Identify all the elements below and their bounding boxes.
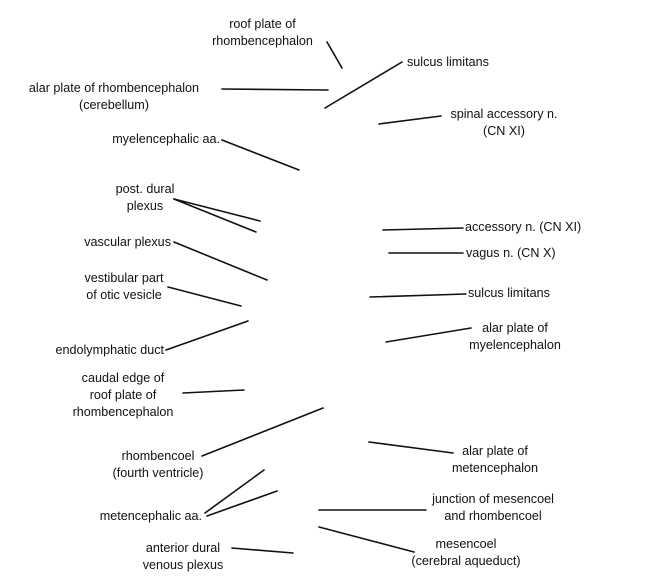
leader-alar-plate-met	[368, 441, 454, 454]
label-line: and rhombencoel	[444, 509, 542, 523]
label-line: spinal accessory n.	[450, 107, 558, 121]
label-line: roof plate of	[89, 388, 157, 402]
label-vestibular-part-otic-vesicle: vestibular part of otic vesicle	[70, 270, 178, 304]
label-roof-plate-rhombencephalon: roof plate of rhombencephalon	[200, 16, 325, 50]
label-anterior-dural-venous-plexus: anterior dural venous plexus	[130, 540, 236, 574]
leader-vascular-plexus	[173, 241, 268, 281]
label-line: (cerebral aqueduct)	[411, 554, 521, 568]
leader-rhombencoel	[201, 407, 324, 457]
label-sulcus-limitans-upper: sulcus limitans	[407, 54, 489, 71]
label-line: plexus	[126, 199, 164, 213]
leader-post-dural-a	[173, 198, 261, 222]
label-line: metencephalon	[451, 461, 539, 475]
label-line: endolymphatic duct	[55, 343, 164, 357]
label-metencephalic-aa: metencephalic aa.	[60, 508, 202, 525]
label-myelencephalic-aa: myelencephalic aa.	[60, 131, 220, 148]
label-line: accessory n. (CN XI)	[465, 220, 582, 234]
leader-sulcus-limitans-upper	[324, 61, 403, 109]
leader-metencephalic-aa-a	[204, 469, 265, 514]
label-line: post. dural	[115, 182, 175, 196]
label-spinal-accessory-n: spinal accessory n. (CN XI)	[440, 106, 568, 140]
label-line: alar plate of	[462, 444, 528, 458]
label-line: vascular plexus	[84, 235, 171, 249]
label-line: sulcus limitans	[407, 55, 489, 69]
label-line: mesencoel	[435, 537, 497, 551]
label-line: caudal edge of	[81, 371, 165, 385]
leader-accessory-n	[382, 227, 464, 231]
leader-spinal-accessory	[378, 115, 442, 125]
label-line: roof plate of	[229, 17, 296, 31]
label-line: of otic vesicle	[86, 288, 162, 302]
label-line: metencephalic aa.	[99, 509, 202, 523]
leader-post-dural-b	[173, 198, 257, 233]
label-vascular-plexus: vascular plexus	[40, 234, 171, 251]
label-line: (cerebellum)	[79, 98, 149, 112]
label-line: junction of mesencoel	[432, 492, 554, 506]
label-line: vestibular part	[84, 271, 164, 285]
leader-myelencephalic-aa	[221, 139, 300, 171]
label-line: venous plexus	[142, 558, 224, 572]
label-endolymphatic-duct: endolymphatic duct	[30, 342, 164, 359]
leader-sulcus-limitans-lower	[369, 293, 467, 298]
leader-roof-plate	[326, 41, 343, 69]
label-post-dural-plexus: post. dural plexus	[100, 181, 190, 215]
label-line: (fourth ventricle)	[112, 466, 204, 480]
label-junction-mesencoel-rhombencoel: junction of mesencoel and rhombencoel	[425, 491, 561, 525]
label-line: myelencephalon	[469, 338, 561, 352]
label-vagus-n: vagus n. (CN X)	[466, 245, 556, 262]
label-line: rhombencephalon	[72, 405, 174, 419]
label-mesencoel: mesencoel (cerebral aqueduct)	[400, 536, 532, 570]
label-line: myelencephalic aa.	[112, 132, 220, 146]
label-sulcus-limitans-lower: sulcus limitans	[468, 285, 550, 302]
label-alar-plate-myelencephalon: alar plate of myelencephalon	[455, 320, 575, 354]
label-line: vagus n. (CN X)	[466, 246, 556, 260]
label-caudal-edge-roof-plate: caudal edge of roof plate of rhombenceph…	[63, 370, 183, 421]
label-alar-plate-rhombencephalon: alar plate of rhombencephalon (cerebellu…	[10, 80, 218, 114]
label-accessory-n: accessory n. (CN XI)	[465, 219, 581, 236]
label-line: anterior dural	[145, 541, 221, 555]
leader-alar-plate-rhomb	[221, 88, 329, 91]
label-alar-plate-metencephalon: alar plate of metencephalon	[440, 443, 550, 477]
label-line: rhombencoel	[121, 449, 195, 463]
leader-mesencoel	[318, 526, 415, 553]
leader-endolymphatic-duct	[165, 320, 249, 351]
label-line: alar plate of rhombencephalon	[28, 81, 200, 95]
label-line: alar plate of	[482, 321, 548, 335]
label-line: (CN XI)	[483, 124, 525, 138]
label-rhombencoel: rhombencoel (fourth ventricle)	[96, 448, 220, 482]
leader-metencephalic-aa-b	[206, 490, 278, 517]
leader-anterior-dural	[231, 547, 294, 554]
leader-alar-plate-myel	[385, 327, 472, 343]
leader-vestibular-part	[167, 286, 242, 307]
label-line: rhombencephalon	[212, 34, 313, 48]
leader-caudal-edge	[182, 389, 245, 394]
label-line: sulcus limitans	[468, 286, 550, 300]
